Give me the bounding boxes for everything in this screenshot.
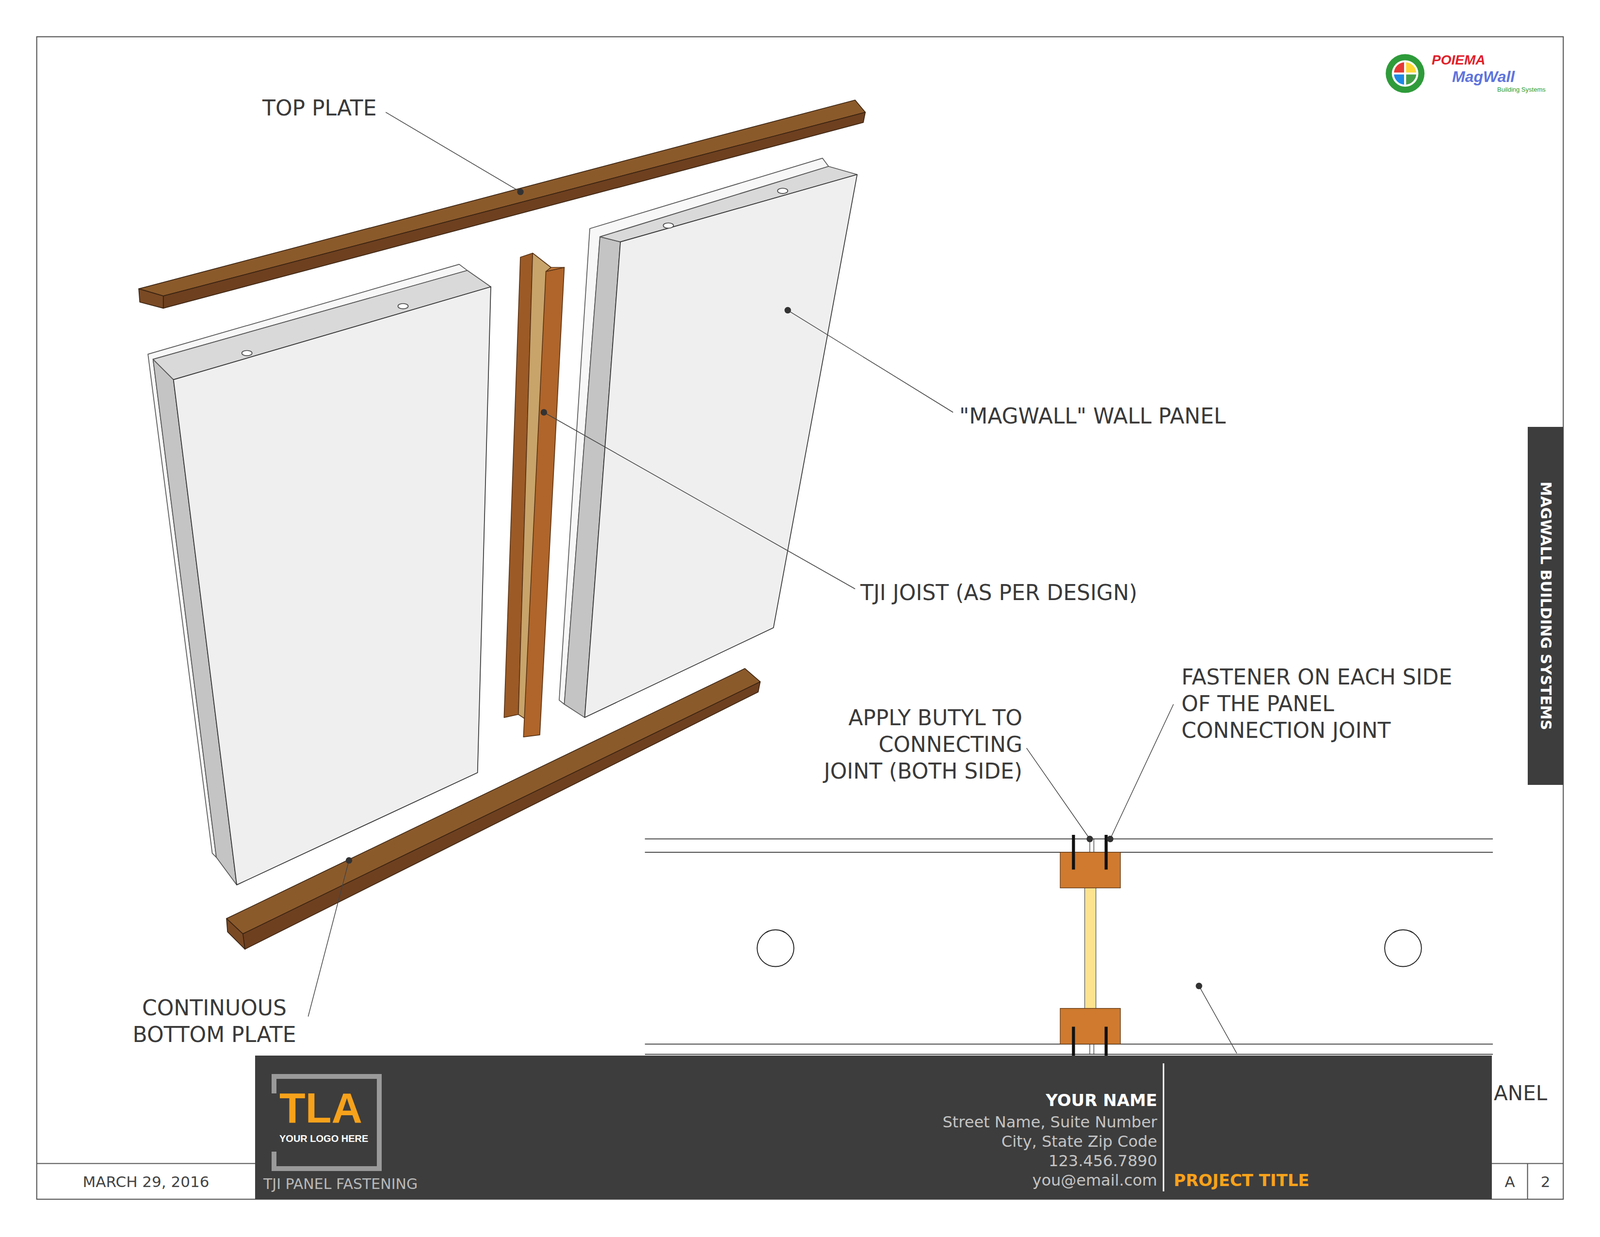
leader-lines [307, 112, 1237, 1053]
tji-joist [503, 253, 565, 737]
leader-dots [345, 188, 1203, 989]
title-block-text: TJI PANEL FASTENING [263, 1175, 418, 1193]
tab-title: MAGWALL BUILDING SYSTEMS [1536, 481, 1555, 730]
wall-panel [559, 158, 857, 718]
joint-section [645, 834, 1493, 1058]
title-block-text: TLA [279, 1086, 363, 1130]
cell-text: 2 [1540, 1172, 1551, 1191]
logo-box: TLAYOUR LOGO HERE [271, 1073, 382, 1171]
title-block-text: 123.456.7890 [1048, 1150, 1158, 1171]
title-block-text: PROJECT TITLE [1173, 1170, 1310, 1190]
sheet-tab: MAGWALL BUILDING SYSTEMS [1527, 426, 1564, 785]
sheet-cell: A [1491, 1163, 1528, 1199]
sheet-border [36, 36, 1564, 1199]
cell-text: A [1504, 1172, 1515, 1191]
brand-emblem [1385, 54, 1425, 94]
title-divider [1162, 1063, 1165, 1192]
date-cell: MARCH 29, 2016 [36, 1163, 256, 1199]
title-block-text: Street Name, Suite Number [942, 1112, 1158, 1132]
bottom-plate [226, 668, 760, 950]
title-block-text: you@email.com [1032, 1170, 1158, 1190]
brand-name: MagWall [1452, 67, 1515, 86]
brand-name: POIEMA [1431, 52, 1486, 68]
title-block-text: City, State Zip Code [1001, 1131, 1158, 1151]
note-label: FASTENER ON EACH SIDE OF THE PANEL CONNE… [1181, 663, 1483, 744]
part-label: TJI JOIST (AS PER DESIGN) [860, 579, 1138, 606]
note-label: APPLY BUTYL TO CONNECTING JOINT (BOTH SI… [816, 704, 1023, 785]
title-block-text: YOUR NAME [1045, 1090, 1158, 1110]
title-block-text: YOUR LOGO HERE [279, 1131, 369, 1145]
sheet-number-cell: 2 [1527, 1163, 1564, 1199]
cell-text: MARCH 29, 2016 [82, 1172, 210, 1191]
brand-tagline: Building Systems [1497, 85, 1546, 94]
part-label: CONTINUOUS BOTTOM PLATE [129, 994, 300, 1048]
title-block: TLAYOUR LOGO HERE YOUR NAMEStreet Name, S… [255, 1055, 1492, 1199]
part-label: "MAGWALL" WALL PANEL [959, 402, 1226, 430]
part-label: TOP PLATE [262, 94, 377, 122]
part-label: ANEL [1493, 1079, 1548, 1107]
wall-panel [147, 264, 491, 885]
